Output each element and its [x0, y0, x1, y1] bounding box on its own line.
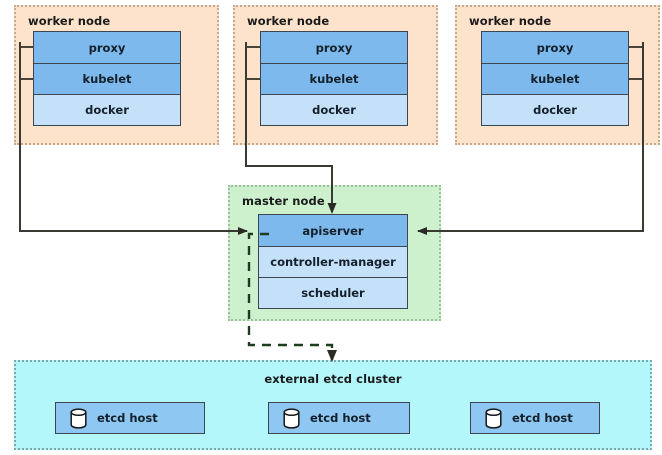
etcd-host-3-label: etcd host — [512, 411, 573, 425]
worker-3-component-proxy[interactable]: proxy — [481, 31, 629, 64]
worker-3-component-docker[interactable]: docker — [481, 94, 629, 126]
worker-node-1-stack: proxy kubelet docker — [33, 31, 181, 126]
worker-1-component-proxy[interactable]: proxy — [33, 31, 181, 64]
etcd-host-1[interactable]: etcd host — [55, 402, 205, 434]
etcd-cluster-title: external etcd cluster — [264, 372, 402, 386]
master-component-controller-manager[interactable]: controller-manager — [258, 246, 408, 278]
master-node-title: master node — [242, 194, 325, 208]
worker-1-component-docker[interactable]: docker — [33, 94, 181, 126]
master-component-apiserver[interactable]: apiserver — [258, 214, 408, 247]
worker-2-component-proxy[interactable]: proxy — [260, 31, 408, 64]
worker-2-component-docker[interactable]: docker — [260, 94, 408, 126]
etcd-host-2-label: etcd host — [310, 411, 371, 425]
database-cylinder-icon — [283, 407, 300, 429]
worker-1-component-kubelet[interactable]: kubelet — [33, 63, 181, 95]
etcd-host-1-label: etcd host — [97, 411, 158, 425]
worker-3-component-kubelet[interactable]: kubelet — [481, 63, 629, 95]
worker-node-2-title: worker node — [247, 14, 330, 28]
database-cylinder-icon — [485, 407, 502, 429]
worker-node-3-stack: proxy kubelet docker — [481, 31, 629, 126]
worker-node-1-title: worker node — [28, 14, 111, 28]
etcd-host-3[interactable]: etcd host — [470, 402, 600, 434]
master-component-scheduler[interactable]: scheduler — [258, 277, 408, 309]
database-cylinder-icon — [70, 407, 87, 429]
etcd-host-2[interactable]: etcd host — [268, 402, 410, 434]
worker-2-component-kubelet[interactable]: kubelet — [260, 63, 408, 95]
master-node-stack: apiserver controller-manager scheduler — [258, 214, 408, 309]
worker-node-3-title: worker node — [469, 14, 552, 28]
worker-node-2-stack: proxy kubelet docker — [260, 31, 408, 126]
